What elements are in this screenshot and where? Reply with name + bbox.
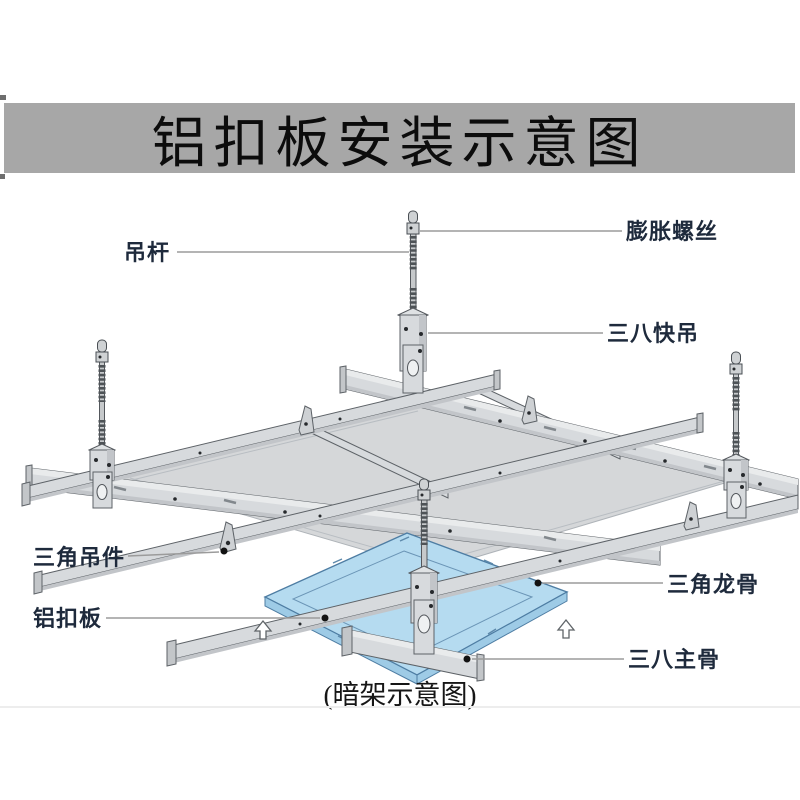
label-triangle-hanger: 三角吊件 <box>33 545 125 570</box>
edge-specks <box>0 95 6 179</box>
hanger-rod-center-bottom <box>407 478 441 655</box>
triangle-keel-top-edge <box>21 369 501 507</box>
hanger-rod-center-top <box>396 210 430 394</box>
label-aluminum-panel: 铝扣板 <box>33 606 102 631</box>
triangle-keel-middle <box>33 412 704 595</box>
leader-lines <box>106 230 663 663</box>
bottom-divider <box>0 706 800 708</box>
label-hanger-rod: 吊杆 <box>124 240 170 265</box>
page-title: 铝扣板安装示意图 <box>151 113 648 174</box>
label-quick-hanger-38: 三八快吊 <box>607 321 699 346</box>
label-triangle-keel: 三角龙骨 <box>667 572 759 597</box>
hanger-rod-right <box>721 351 751 519</box>
triangle-keel-bottom-edge <box>166 494 799 667</box>
triangle-hanger-clip <box>683 501 700 531</box>
triangle-hanger-clip <box>521 395 538 425</box>
triangle-hanger-clip <box>298 405 315 436</box>
title-banner: 铝扣板安装示意图 <box>4 103 795 174</box>
hanger-rod-left <box>87 339 117 509</box>
callout-labels: 吊杆 膨胀螺丝 三八快吊 三角吊件 铝扣板 三角龙骨 三八主骨 <box>33 219 759 672</box>
up-arrow-icon <box>253 619 273 640</box>
label-expansion-screw: 膨胀螺丝 <box>625 219 718 244</box>
diagram-caption: (暗架示意图) <box>323 680 477 710</box>
label-main-keel-38: 三八主骨 <box>628 647 720 672</box>
carrier-rivets <box>498 419 762 486</box>
up-arrow-icon <box>556 618 576 639</box>
